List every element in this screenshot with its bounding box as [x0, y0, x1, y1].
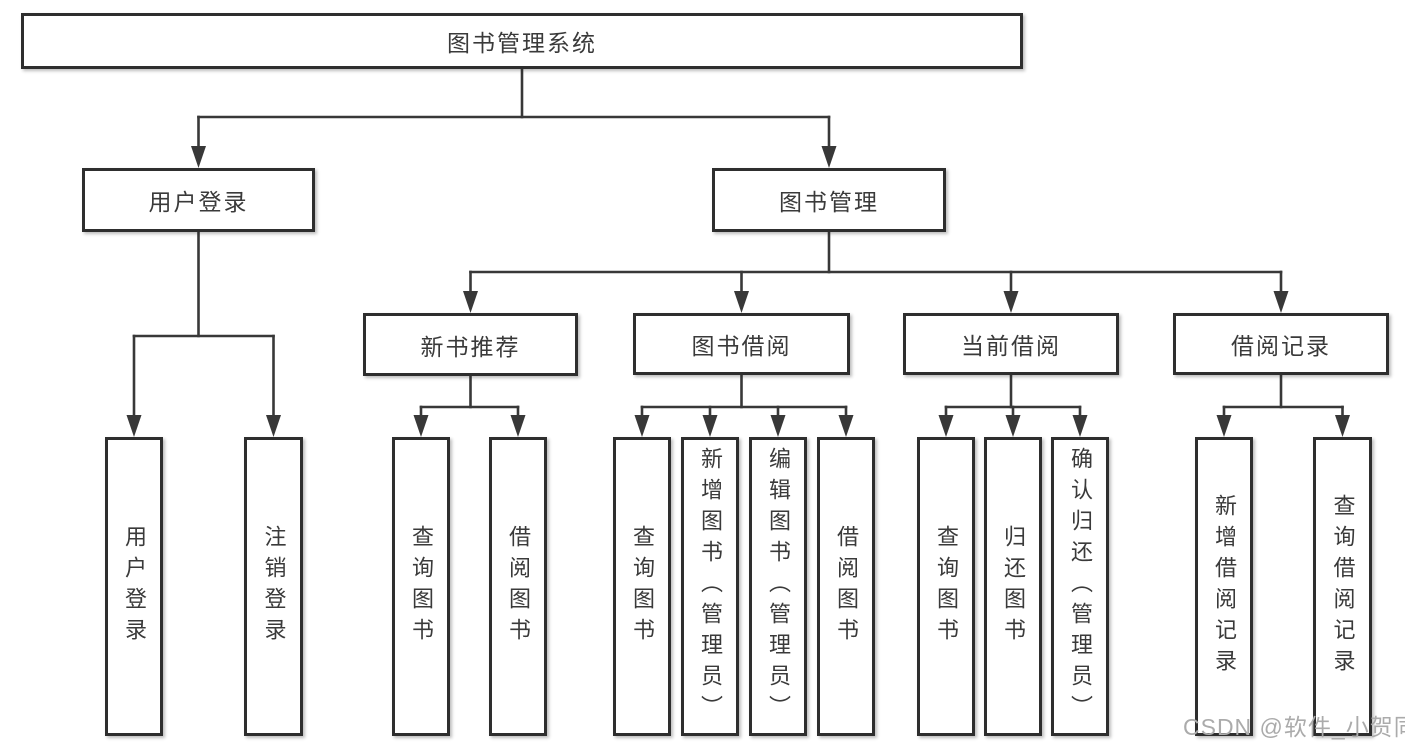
arrowhead-icon: [1005, 415, 1021, 437]
node-label-cb-confirm: 确认归还（管理员）: [1068, 447, 1093, 726]
node-label-cb-return: 归还图书: [1001, 524, 1026, 649]
node-cb-query: 查询图书: [917, 437, 975, 736]
arrowhead-icon: [126, 415, 142, 437]
arrowhead-icon: [938, 415, 954, 437]
arrowhead-icon: [838, 415, 854, 437]
arrowhead-icon: [770, 415, 786, 437]
node-user-login: 用户登录: [105, 437, 163, 736]
node-label-nb-query: 查询图书: [409, 524, 434, 649]
node-label-new-books: 新书推荐: [420, 333, 521, 360]
node-label-bb-query: 查询图书: [630, 524, 655, 649]
arrowhead-icon: [1072, 415, 1088, 437]
node-user-login-group: 用户登录: [82, 168, 315, 232]
node-label-user-login: 用户登录: [122, 524, 147, 649]
node-br-add: 新增借阅记录: [1195, 437, 1253, 736]
node-br-query: 查询借阅记录: [1313, 437, 1372, 736]
arrowhead-icon: [413, 415, 429, 437]
node-nb-borrow: 借阅图书: [489, 437, 547, 736]
node-system: 图书管理系统: [21, 13, 1023, 69]
node-current-borrow: 当前借阅: [903, 313, 1119, 375]
node-bb-borrow: 借阅图书: [817, 437, 875, 736]
node-label-bb-edit: 编辑图书（管理员）: [766, 447, 791, 726]
node-book-mgmt: 图书管理: [712, 168, 946, 232]
node-label-nb-borrow: 借阅图书: [506, 524, 531, 649]
node-label-br-add: 新增借阅记录: [1212, 493, 1237, 680]
node-bb-query: 查询图书: [613, 437, 671, 736]
node-label-bb-borrow: 借阅图书: [834, 524, 859, 649]
arrowhead-icon: [702, 415, 718, 437]
node-bb-add: 新增图书（管理员）: [681, 437, 739, 736]
node-label-book-borrow: 图书借阅: [691, 333, 792, 359]
arrowhead-icon: [1335, 415, 1350, 437]
node-logout: 注销登录: [244, 437, 303, 736]
arrowhead-icon: [191, 146, 206, 168]
node-label-borrow-records: 借阅记录: [1231, 333, 1331, 359]
node-label-cb-query: 查询图书: [934, 524, 959, 649]
arrowhead-icon: [510, 415, 526, 437]
node-cb-return: 归还图书: [984, 437, 1042, 736]
arrowhead-icon: [1216, 415, 1232, 437]
node-label-user-login-group: 用户登录: [148, 189, 249, 215]
arrowhead-icon: [734, 291, 749, 313]
arrowhead-icon: [463, 291, 478, 313]
node-label-current-borrow: 当前借阅: [961, 333, 1061, 359]
node-label-system: 图书管理系统: [447, 30, 597, 56]
node-new-books: 新书推荐: [363, 313, 578, 376]
arrowhead-icon: [1273, 291, 1289, 313]
node-label-book-mgmt: 图书管理: [779, 189, 879, 215]
arrowhead-icon: [266, 415, 281, 437]
arrowhead-icon: [821, 146, 837, 168]
node-book-borrow: 图书借阅: [633, 313, 850, 375]
node-cb-confirm: 确认归还（管理员）: [1051, 437, 1109, 736]
arrowhead-icon: [634, 415, 650, 437]
arrowhead-icon: [1003, 291, 1019, 313]
node-label-logout: 注销登录: [261, 524, 287, 649]
node-label-bb-add: 新增图书（管理员）: [698, 447, 723, 726]
node-bb-edit: 编辑图书（管理员）: [749, 437, 807, 736]
watermark: CSDN @软件_小贺同学: [1183, 714, 1405, 740]
node-borrow-records: 借阅记录: [1173, 313, 1389, 375]
node-label-br-query: 查询借阅记录: [1330, 493, 1356, 680]
node-nb-query: 查询图书: [392, 437, 450, 736]
